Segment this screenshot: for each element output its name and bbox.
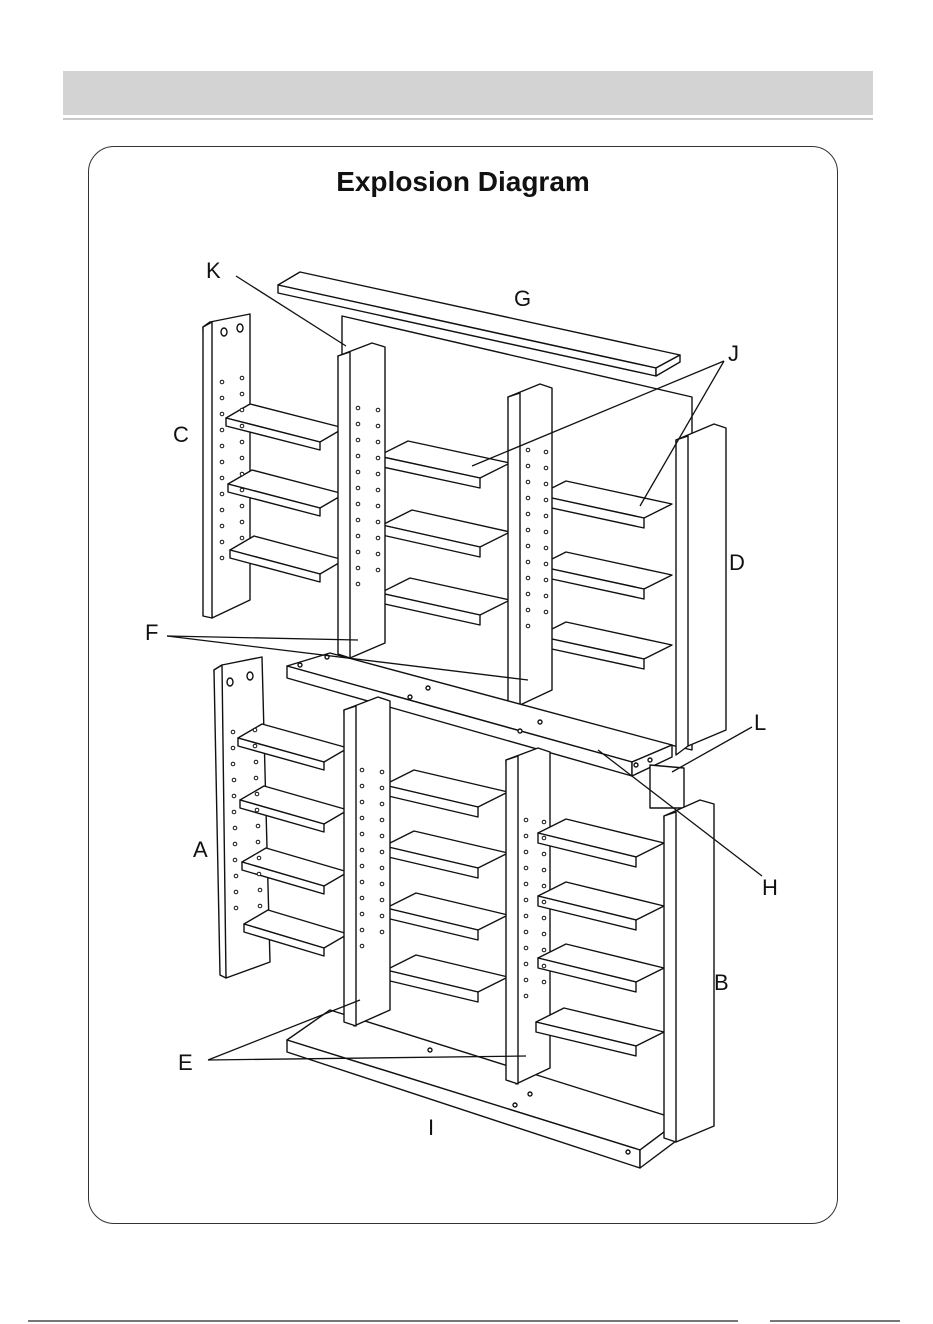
side-panel-b xyxy=(664,800,714,1142)
side-panel-d xyxy=(676,424,726,755)
side-panel-c xyxy=(203,314,250,618)
label-k: K xyxy=(206,258,221,283)
label-g: G xyxy=(514,286,531,311)
post-e-left xyxy=(344,697,390,1026)
footer-rule-right xyxy=(770,1320,900,1322)
label-c: C xyxy=(173,422,189,447)
post-f-right xyxy=(508,384,552,705)
lower-right-shelves xyxy=(536,819,664,1056)
label-i: I xyxy=(428,1115,434,1140)
label-a: A xyxy=(193,837,208,862)
footer-rule xyxy=(28,1320,738,1322)
label-b: B xyxy=(714,970,729,995)
plinth-l xyxy=(650,765,684,808)
label-l: L xyxy=(754,710,766,735)
label-f: F xyxy=(145,620,158,645)
label-j: J xyxy=(728,341,739,366)
label-h: H xyxy=(762,875,778,900)
lower-middle-shelves xyxy=(384,770,508,1002)
post-f-left xyxy=(338,343,385,658)
upper-right-shelves xyxy=(538,481,672,669)
side-c-shelves xyxy=(226,404,344,582)
upper-middle-shelves xyxy=(378,441,510,625)
label-d: D xyxy=(729,550,745,575)
label-e: E xyxy=(178,1050,193,1075)
